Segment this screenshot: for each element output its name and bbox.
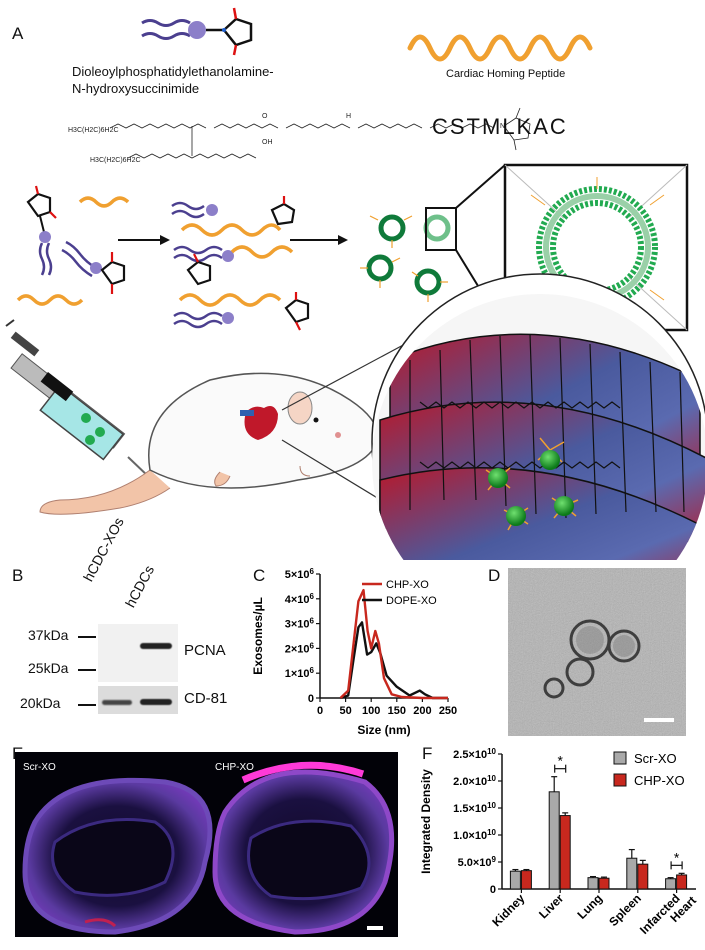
f-legend-label: CHP-XO (634, 773, 685, 788)
f-bar-chp-xo (598, 877, 610, 890)
o-minus-label: O (262, 113, 268, 120)
panel-d-tem-image (508, 568, 686, 736)
band-pcna-hcdcs (140, 643, 172, 649)
blot-strip-pcna (98, 624, 178, 682)
oh-label: OH (262, 139, 273, 146)
mw-marker-25: 25kDa (28, 660, 69, 676)
rat-illustration (39, 372, 379, 515)
c-xtick-label: 100 (362, 705, 380, 717)
f-xtick-label: InfarctedHeart (637, 884, 699, 946)
c-xtick-label: 0 (317, 705, 323, 717)
f-ytick-label: 1.5×1010 (453, 801, 496, 815)
c-ytick-label: 0 (308, 693, 314, 705)
panel-label-c: C (253, 566, 266, 585)
f-bar-chp-xo (676, 874, 688, 890)
mw-marker-20: 20kDa (20, 695, 61, 711)
f-sig-star: * (557, 753, 563, 769)
c-series-line-chp-xo (339, 588, 448, 700)
panel-label-f: F (422, 744, 433, 763)
nh-label: H (346, 113, 351, 120)
heart-section-scr-xo (22, 777, 213, 935)
heart-section-chp-xo (212, 761, 395, 935)
f-y-axis-title: Integrated Density (419, 769, 433, 874)
label-scr-xo: Scr-XO (23, 762, 56, 773)
c-y-axis-title: Exosomes/µL (251, 597, 265, 675)
peptide-squiggle-icon (407, 34, 593, 62)
panel-e-fluorescence: Scr-XO CHP-XO (15, 752, 398, 937)
panel-a-illustration: H3C(H2C)6H2C H3C(H2C)6H2C O OH H N (5, 7, 705, 560)
band-cd81-hcdc-xos (102, 700, 132, 705)
c-ytick-label: 2×106 (285, 641, 315, 655)
c-x-axis-title: Size (nm) (357, 723, 410, 737)
f-ytick-label: 1.0×1010 (453, 828, 496, 842)
label-chp-xo: CHP-XO (215, 762, 254, 773)
lipid-bilayer-inner (550, 200, 644, 294)
mw-marker-37: 37kDa (28, 627, 69, 643)
c-xtick-label: 250 (439, 705, 457, 717)
c-legend-label: DOPE-XO (386, 595, 437, 607)
panel-f-chart: 0 5.0×109 1.0×1010 1.5×1010 2.0×1010 2.5×1010… (419, 747, 699, 946)
lane-label-hcdcs: hCDCs (121, 562, 158, 610)
f-ytick-label: 0 (490, 884, 496, 896)
panel-c-chart: 0 1×106 2×106 3×106 4×106 5×106 0 50 100 150 200 25… (251, 567, 457, 737)
dope-nhs-molecule-icon (141, 7, 253, 56)
scale-bar-e (367, 926, 383, 930)
peptide-sequence: CSTMLKAC (432, 114, 568, 139)
panel-label-a: A (12, 24, 24, 43)
peptide-name: Cardiac Homing Peptide (446, 68, 566, 80)
c-ytick-label: 1×106 (285, 666, 315, 680)
f-xtick-label: Spleen (606, 891, 644, 929)
f-legend-swatch (613, 751, 627, 765)
f-bar-chp-xo (559, 815, 571, 890)
lipid-name-line2: N-hydroxysuccinimide (72, 81, 200, 96)
band-label-pcna: PCNA (184, 642, 226, 659)
marker-line-20 (78, 704, 96, 706)
c-legend-label: CHP-XO (386, 579, 429, 591)
f-bar-scr-xo (509, 870, 521, 890)
dope-nhs-chemical-structure (109, 107, 531, 159)
panel-b-western-blot: hCDC-XOs hCDCs 37kDa 25kDa 20kDa PCNA CD… (0, 515, 250, 740)
f-bar-scr-xo (587, 877, 599, 890)
f-sig-star: * (674, 849, 680, 865)
cardiac-tissue-magnified (371, 273, 705, 560)
f-xtick-label: Lung (574, 891, 605, 922)
f-bar-chp-xo (637, 863, 649, 890)
scale-bar (644, 718, 674, 722)
f-legend-swatch (613, 773, 627, 787)
exosome-rings (366, 214, 451, 296)
chain-label-1: H3C(H2C)6H2C (68, 127, 119, 134)
panel-label-b: B (12, 566, 24, 585)
c-xtick-label: 200 (413, 705, 431, 717)
syringe-icon (5, 319, 151, 479)
c-xtick-label: 150 (388, 705, 406, 717)
band-label-cd81: CD-81 (184, 690, 228, 707)
c-ytick-label: 5×106 (285, 567, 315, 581)
panel-label-d: D (488, 566, 501, 585)
f-bar-chp-xo (520, 870, 532, 890)
f-bar-scr-xo (665, 878, 677, 890)
marker-line-25 (78, 669, 96, 671)
f-xtick-label: Kidney (489, 891, 527, 929)
f-ytick-label: 5.0×109 (458, 855, 497, 869)
f-ytick-label: 2.5×1010 (453, 747, 496, 761)
marker-line-37 (78, 636, 96, 638)
vesicle-outlines (543, 619, 641, 699)
f-bar-scr-xo (548, 791, 560, 890)
f-legend-label: Scr-XO (634, 751, 677, 766)
chain-label-2: H3C(H2C)6H2C (90, 157, 141, 164)
c-ytick-label: 4×106 (285, 592, 315, 606)
lipid-name-line1: Dioleoylphosphatidylethanolamine- (72, 64, 274, 79)
c-ytick-label: 3×106 (285, 617, 315, 631)
band-cd81-hcdcs (140, 699, 172, 705)
c-xtick-label: 50 (339, 705, 351, 717)
reactant-group-middle (171, 196, 310, 331)
c-series-line-dope-xo (340, 621, 448, 700)
n-label: N (500, 123, 505, 130)
reactant-group-left (16, 185, 130, 306)
blot-strip-cd81 (98, 686, 178, 714)
f-xtick-label: Liver (536, 891, 566, 921)
f-bar-scr-xo (626, 857, 638, 890)
f-ytick-label: 2.0×1010 (453, 774, 496, 788)
lipid-name: Dioleoylphosphatidylethanolamine- N-hydr… (72, 63, 274, 97)
